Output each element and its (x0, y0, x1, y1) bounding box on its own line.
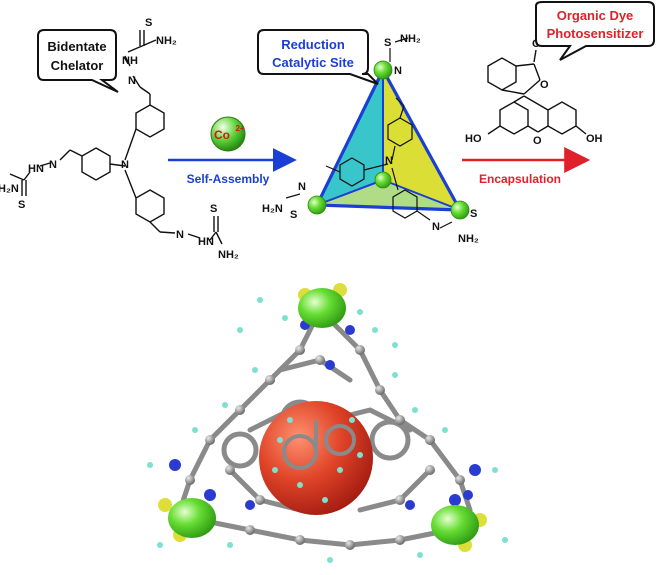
atom-n-left: N (49, 159, 57, 171)
atom-nh2-low: NH₂ (218, 249, 239, 261)
upper-benzene-ring (135, 104, 165, 138)
chelator-callout: Bidentate Chelator (37, 29, 119, 93)
catalytic-site-callout: Reduction Catalytic Site (257, 29, 379, 85)
cobalt-vertex-top (373, 60, 393, 80)
dye-callout: Organic Dye Photosensitizer (535, 1, 655, 61)
atom-hn-left: HN (28, 163, 44, 175)
atom-n-cage: N (385, 155, 393, 167)
atom-n-top: N (128, 75, 136, 87)
chelator-line-2: Chelator (51, 58, 104, 73)
catalytic-line-2: Catalytic Site (272, 55, 354, 70)
atom-s-left: S (18, 199, 25, 211)
atom-s-cage-right: S (470, 208, 477, 220)
atom-n-cage-top: N (394, 65, 402, 77)
tetra-face-bottom (317, 180, 460, 210)
cobalt-symbol: Co (214, 128, 230, 142)
atom-ho: HO (465, 133, 482, 145)
atom-h2n-cage-left: H₂N (262, 203, 283, 215)
cobalt-vertex-right (450, 200, 470, 220)
chelator-line-1: Bidentate (47, 39, 106, 54)
cobalt-site-left (168, 498, 216, 538)
atom-o-lactone: O (540, 79, 549, 91)
cobalt-site-top (298, 288, 346, 328)
ligand-structure (9, 30, 223, 245)
atom-nh2-cage-top: NH₂ (400, 33, 421, 45)
fluorescein-structure (487, 49, 587, 135)
lower-benzene-ring (135, 189, 165, 223)
cobalt-site-right (431, 505, 479, 545)
self-assembly-label: Self-Assembly (187, 172, 270, 186)
cobalt-vertex-back (374, 171, 392, 189)
atom-n-center: N (121, 159, 129, 171)
cobalt-vertex-left (307, 195, 327, 215)
ligand-labels: S NH₂ NH N N N HN S H₂N N HN S NH₂ (0, 17, 239, 261)
atom-s-cage-top: S (384, 37, 391, 49)
atom-n-low: N (176, 229, 184, 241)
atom-nh-top: NH (122, 55, 138, 67)
atom-nh2-cage-right: NH₂ (458, 233, 479, 245)
dye-line-2: Photosensitizer (547, 26, 644, 41)
catalytic-line-1: Reduction (281, 37, 345, 52)
encapsulation-label: Encapsulation (479, 172, 561, 186)
crystal-structure (147, 283, 508, 563)
atom-s-cage-left: S (290, 209, 297, 221)
dye-line-1: Organic Dye (557, 8, 634, 23)
left-benzene-ring (81, 147, 111, 181)
atom-nh2-top: NH₂ (156, 35, 177, 47)
atom-n-cage-left: N (298, 181, 306, 193)
atom-s-low: S (210, 203, 217, 215)
atom-oh: OH (586, 133, 603, 145)
atom-n-cage-right: N (432, 221, 440, 233)
tetrahedron-cage: N S NH₂ N N S H₂N N S NH₂ (262, 33, 479, 245)
cobalt-charge: 2+ (235, 124, 244, 133)
cobalt-ion: Co 2+ (210, 116, 246, 152)
atom-o-xanthene: O (533, 135, 542, 147)
atom-h2n-left: H₂N (0, 183, 19, 195)
atom-hn-low: HN (198, 236, 214, 248)
atom-s-top: S (145, 17, 152, 29)
